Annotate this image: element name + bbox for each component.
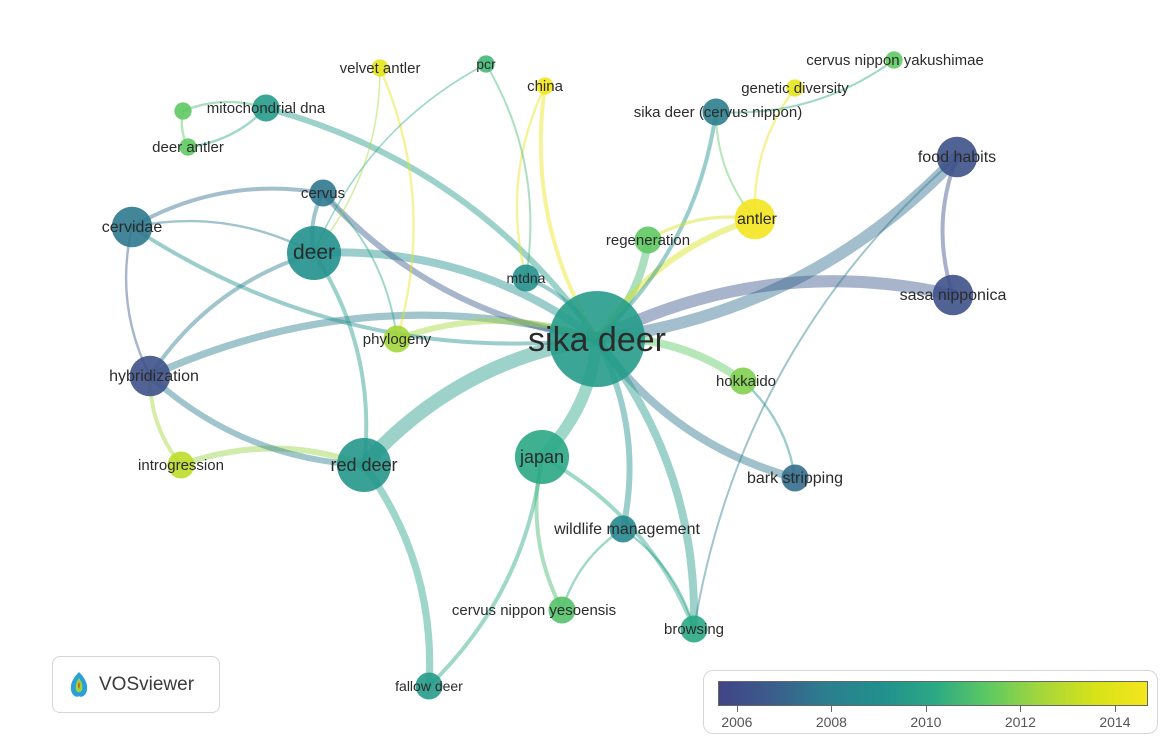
node-bark-stripping[interactable] [781, 464, 809, 492]
link-cervidae-hybridization [124, 225, 152, 378]
node-deer-antler[interactable] [179, 138, 197, 156]
legend-tick-label-2008: 2008 [815, 714, 847, 730]
legend-tick-label-2006: 2006 [721, 714, 753, 730]
label-cervidae: cervidae [102, 219, 163, 236]
legend-tick-label-2014: 2014 [1099, 714, 1131, 730]
label-deer-antler: deer antler [152, 139, 224, 156]
link-red-deer-deer [312, 251, 369, 467]
label-antler: antler [737, 211, 778, 228]
node-deer[interactable] [286, 225, 342, 281]
link-deer-hybridization [148, 251, 316, 378]
node-regeneration[interactable] [634, 226, 662, 254]
label-introgression: introgression [138, 457, 224, 474]
node-wildlife-management[interactable] [609, 515, 637, 543]
legend-tick-2014 [1114, 706, 1116, 712]
label-mitochondrial-dna: mitochondrial dna [207, 100, 326, 117]
node-sasa-nipponica[interactable] [932, 274, 974, 316]
link-cervidae-cervus [130, 186, 325, 229]
label-wildlife-management: wildlife management [553, 521, 700, 538]
link-japan-fallow-deer [427, 455, 544, 688]
label-fallow-deer: fallow deer [395, 678, 463, 694]
label-phylogeny: phylogeny [363, 331, 432, 348]
node-mitochondrial-dna[interactable] [252, 94, 280, 122]
label-bark-stripping: bark stripping [747, 470, 843, 487]
label-sika-deer: sika deer [528, 321, 666, 359]
link-food-habits-browsing [693, 156, 958, 630]
node-fallow-deer[interactable] [415, 672, 443, 700]
link-pcr-deer [313, 63, 487, 254]
link-pcr-mtdna [485, 63, 532, 279]
network-labels: sika deer deer red deer japan cervidae hybrid… [102, 52, 1007, 694]
label-hokkaido: hokkaido [716, 373, 776, 390]
link-wildlife-management-browsing [621, 527, 696, 631]
legend-tick-2006 [736, 706, 738, 712]
legend-tick-label-2010: 2010 [910, 714, 942, 730]
node-food-habits[interactable] [936, 136, 978, 178]
node-unlabeled-node[interactable] [174, 102, 192, 120]
node-mtdna[interactable] [512, 264, 540, 292]
label-mtdna: mtdna [507, 270, 546, 286]
label-red-deer: red deer [330, 455, 397, 475]
node-china[interactable] [536, 77, 554, 95]
label-cervus-nippon-yakushimae: cervus nippon yakushimae [806, 52, 984, 69]
legend-tick-2008 [831, 706, 833, 712]
label-cervus-nippon-yesoensis: cervus nippon yesoensis [452, 602, 616, 619]
link-sika-deer-sasa-nipponica [591, 275, 959, 345]
node-cervus-nippon-yakushimae[interactable] [885, 51, 903, 69]
label-genetic-diversity: genetic diversity [741, 80, 849, 97]
link-cervus-nippon-yakushimae-sika-deer-cervus-nippon [715, 59, 895, 114]
legend-tick-2010 [925, 706, 927, 712]
label-regeneration: regeneration [606, 232, 690, 249]
node-sika-deer-cervus-nippon[interactable] [702, 98, 730, 126]
node-browsing[interactable] [680, 615, 708, 643]
label-deer: deer [293, 241, 335, 264]
label-browsing: browsing [664, 621, 724, 638]
network-nodes [111, 51, 978, 700]
node-pcr[interactable] [477, 55, 495, 73]
legend-tick-label-2012: 2012 [1004, 714, 1036, 730]
network-links [124, 59, 963, 690]
link-velvet-antler-deer [313, 67, 381, 254]
node-velvet-antler[interactable] [371, 59, 389, 77]
label-food-habits: food habits [918, 149, 996, 166]
year-color-legend: 2006 2008 2010 2012 2014 [703, 670, 1158, 734]
link-velvet-antler-phylogeny [378, 66, 415, 341]
node-genetic-diversity[interactable] [786, 79, 804, 97]
link-sika-deer-hybridization [146, 311, 601, 380]
link-china-mtdna [515, 84, 547, 280]
node-cervus-nippon-yesoensis[interactable] [548, 596, 576, 624]
node-hokkaido[interactable] [729, 367, 757, 395]
node-red-deer[interactable] [336, 437, 392, 493]
link-wildlife-management-cervus-nippon-yesoensis [560, 527, 625, 612]
link-cervus-phylogeny [322, 192, 398, 340]
node-antler[interactable] [734, 198, 776, 240]
link-sika-deer-cervidae [130, 225, 599, 346]
label-japan: japan [519, 447, 564, 467]
node-phylogeny[interactable] [383, 325, 411, 353]
node-japan[interactable] [514, 429, 570, 485]
vosviewer-brand-text: VOSviewer [99, 673, 195, 695]
node-cervus[interactable] [309, 179, 337, 207]
link-red-deer-hybridization [147, 373, 367, 468]
label-velvet-antler: velvet antler [340, 60, 421, 77]
label-sasa-nipponica: sasa nipponica [900, 287, 1007, 304]
link-sika-deer-food-habits [591, 151, 963, 345]
node-sika-deer[interactable] [549, 291, 645, 387]
legend-tick-2012 [1020, 706, 1022, 712]
label-china: china [527, 78, 564, 95]
vosviewer-logo[interactable]: VOSviewer [52, 656, 220, 713]
link-sika-deer-mitochondrial-dna [263, 105, 600, 342]
vosviewer-logo-icon [70, 671, 88, 697]
color-scale-bar [718, 681, 1148, 706]
label-cervus: cervus [301, 185, 345, 202]
node-introgression[interactable] [167, 451, 195, 479]
node-cervidae[interactable] [111, 206, 153, 248]
node-hybridization[interactable] [129, 355, 171, 397]
label-sika-deer-cervus-nippon: sika deer (cervus nippon) [634, 104, 802, 121]
label-pcr: pcr [476, 56, 496, 72]
link-red-deer-fallow-deer [360, 461, 434, 690]
label-hybridization: hybridization [109, 368, 199, 385]
